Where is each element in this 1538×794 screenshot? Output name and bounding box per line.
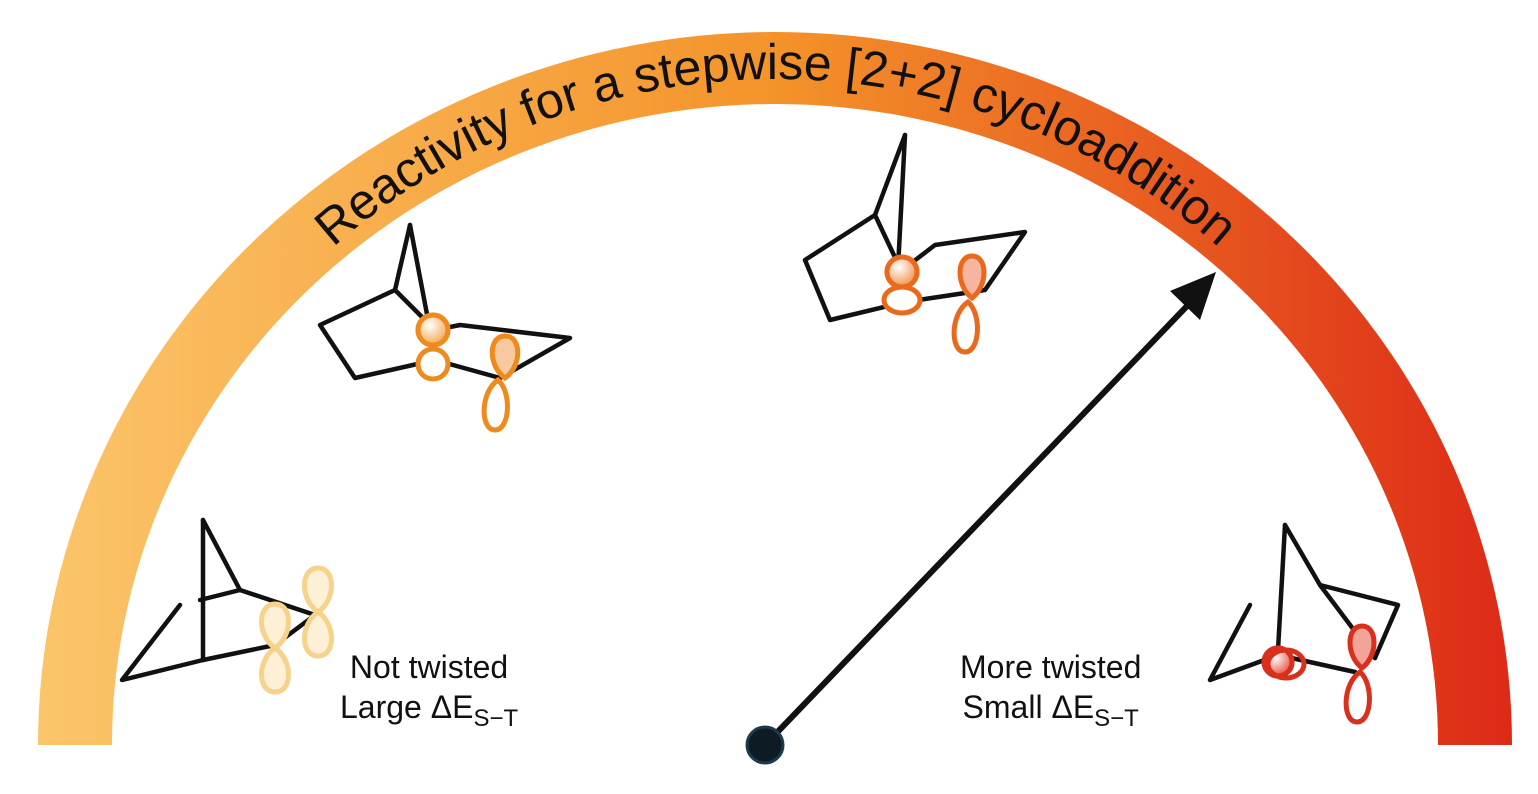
p-orbital-icon bbox=[259, 565, 334, 695]
label-left-subscript: S−T bbox=[473, 705, 519, 732]
gauge-needle bbox=[745, 272, 1216, 765]
molecule-bicyclic-3 bbox=[1207, 522, 1401, 725]
needle-shaft bbox=[762, 302, 1191, 748]
label-left-line1: Not twisted bbox=[349, 649, 509, 685]
label-left-line2: Large ΔES−T bbox=[340, 687, 518, 739]
p-orbital-icon bbox=[881, 253, 987, 355]
label-left-delta-e: Large ΔE bbox=[340, 689, 474, 725]
molecule-norbornene bbox=[119, 517, 334, 695]
molecule-bicyclic-1 bbox=[317, 222, 573, 433]
label-more-twisted: More twisted Small ΔES−T bbox=[960, 647, 1141, 739]
p-orbital-icon bbox=[1261, 623, 1377, 725]
needle-arrowhead bbox=[1170, 272, 1216, 320]
label-right-subscript: S−T bbox=[1094, 705, 1139, 732]
gauge-arc bbox=[38, 32, 1512, 745]
needle-hub bbox=[745, 725, 785, 765]
label-right-line2: Small ΔES−T bbox=[960, 687, 1141, 739]
label-right-line1: More twisted bbox=[960, 649, 1142, 685]
label-right-delta-e: Small ΔE bbox=[962, 689, 1095, 725]
molecule-bicyclic-2 bbox=[802, 132, 1028, 355]
gauge-title: Reactivity for a stepwise [2+2] cycloadd… bbox=[304, 34, 1248, 256]
p-orbital-icon bbox=[415, 312, 521, 433]
label-not-twisted: Not twisted Large ΔES−T bbox=[340, 647, 518, 739]
